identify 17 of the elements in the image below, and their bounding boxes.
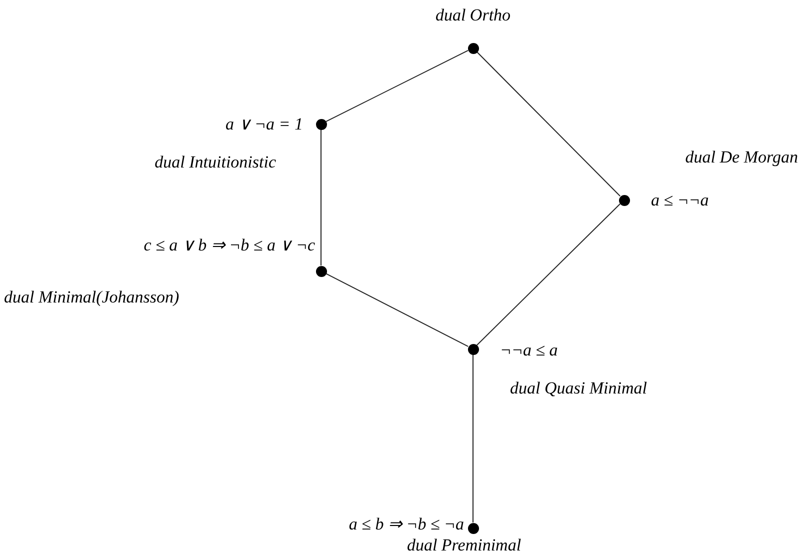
vertex-label: dual Preminimal — [406, 536, 522, 554]
connector-line — [472, 354, 474, 523]
vertex-label: c ≤ a ∨ b ⇒ ¬b ≤ a ∨ ¬c — [144, 236, 315, 254]
connector-line — [325, 273, 469, 347]
connector-line — [476, 51, 621, 197]
vertex-label: a ≤ b ⇒ ¬b ≤ ¬a — [348, 516, 464, 532]
vertex-label: a ∨ ¬a = 1 — [226, 116, 303, 132]
connector-line — [325, 50, 469, 122]
vertex-label: dual Ortho — [435, 6, 511, 24]
vertex-label: dual Minimal(Johansson) — [4, 288, 180, 306]
vertex-label: dual Intuitionistic — [154, 154, 276, 170]
vertex-label: a ≤ ¬¬a — [651, 192, 709, 208]
connector-line — [476, 203, 621, 346]
connector-line — [320, 129, 322, 266]
vertex-label: dual De Morgan — [685, 148, 798, 166]
vertex-label: dual Quasi Minimal — [510, 380, 647, 396]
vertex-label: ¬¬a ≤ a — [500, 342, 558, 358]
